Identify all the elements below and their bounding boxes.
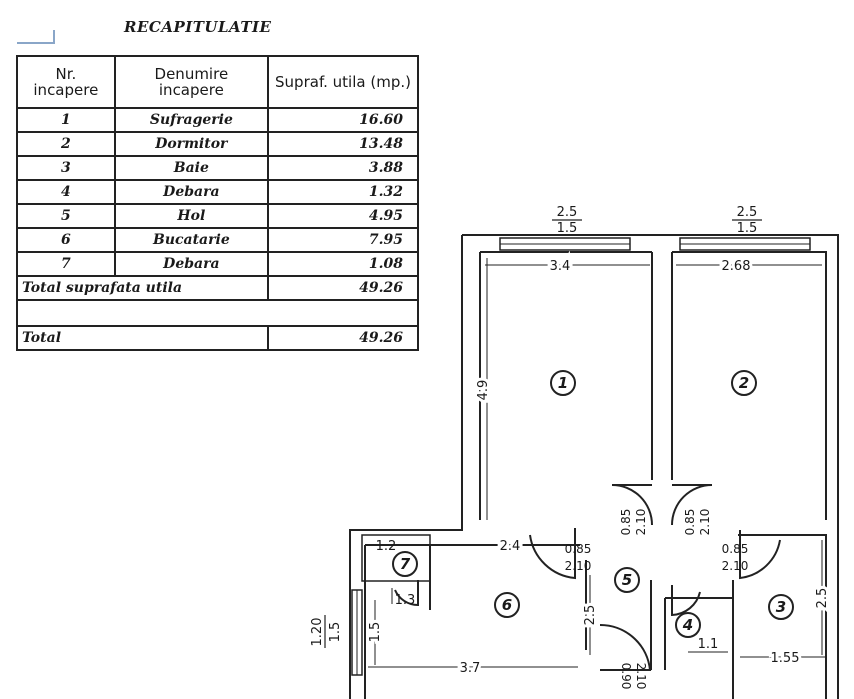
summary-title: RECAPITULATIE [124, 18, 272, 36]
room-4-label: 4 [682, 616, 693, 634]
total-value: 49.26 [267, 325, 419, 351]
window-3-bottom-label: 1.5 [328, 622, 343, 643]
room-3-label: 3 [776, 598, 786, 616]
dim-kitchen-bottom-label: 3.7 [460, 661, 481, 676]
wall-outline [349, 234, 839, 699]
dim-bath-width-label: 1.55 [771, 651, 800, 666]
room-number-cell: 1 [16, 107, 116, 133]
door-debara7-swing [394, 580, 419, 607]
room-5-label: 5 [622, 571, 632, 589]
door-kitchen-swing [529, 528, 576, 580]
door-entry-top-label: 0.90 [619, 663, 633, 690]
wall-inner-line [364, 251, 827, 699]
room-3-circle [768, 594, 794, 620]
room-2-label: 2 [739, 374, 749, 392]
table-row: 4 Debara 1.32 [16, 179, 419, 205]
table-row: 1 Sufragerie 16.60 [16, 107, 419, 133]
table-row: 7 Debara 1.08 [16, 251, 419, 277]
table-row: 2 Dormitor 13.48 [16, 131, 419, 157]
dim-kitchen-width-label: 2.4 [500, 539, 521, 554]
total-useful-label: Total suprafata utila [16, 275, 269, 301]
blank-cell [16, 299, 419, 327]
door-bath-swing [739, 530, 781, 580]
dim-room2-width-label: 2.68 [722, 259, 751, 274]
total-useful-value: 49.26 [267, 275, 419, 301]
column-header-name: Denumire incapere [113, 55, 270, 109]
total-useful-row: Total suprafata utila 49.26 [16, 275, 419, 301]
room-area-cell: 1.08 [267, 251, 419, 277]
room-number-cell: 6 [16, 227, 116, 253]
table-row: 6 Bucatarie 7.95 [16, 227, 419, 253]
window-2-bottom-label: 1.5 [737, 221, 758, 236]
room-1-label: 1 [558, 374, 568, 392]
debara-7-outline [361, 534, 431, 582]
summary-table: Nr. incapere Denumire incapere Supraf. u… [16, 55, 419, 351]
room-7-circle [392, 551, 418, 577]
room-area-cell: 7.95 [267, 227, 419, 253]
room-name-cell: Baie [113, 155, 270, 181]
room-1-circle [550, 370, 576, 396]
door-room1-top-label: 0.85 [619, 509, 633, 536]
room-6-circle [494, 592, 520, 618]
dim-hol-height-label: 2.5 [583, 605, 598, 626]
window-1-bottom-label: 1.5 [557, 221, 578, 236]
table-row: 3 Baie 3.88 [16, 155, 419, 181]
room-4-circle [675, 612, 701, 638]
door-debara4-swing [671, 585, 701, 617]
corner-mark [17, 30, 55, 44]
room-name-cell: Debara [113, 179, 270, 205]
total-row: Total 49.26 [16, 325, 419, 351]
column-header-area: Supraf. utila (mp.) [267, 55, 419, 109]
door-room2-swing [671, 484, 713, 526]
room-area-cell: 16.60 [267, 107, 419, 133]
table-header-row: Nr. incapere Denumire incapere Supraf. u… [16, 55, 419, 109]
room-name-cell: Hol [113, 203, 270, 229]
room-5-circle [614, 567, 640, 593]
room-name-cell: Sufragerie [113, 107, 270, 133]
door-room1-bottom-label: 2.10 [634, 509, 648, 536]
dim-debara7-height-label: 1.3 [395, 593, 416, 608]
room-number-cell: 2 [16, 131, 116, 157]
column-header-nr: Nr. incapere [16, 55, 116, 109]
door-kitchen-top-label: 0.85 [565, 542, 592, 556]
window-2-top-label: 2.5 [737, 205, 758, 220]
room-number-cell: 3 [16, 155, 116, 181]
door-room2-bottom-label: 2.10 [698, 509, 712, 536]
dim-bath-height-label: 2.5 [815, 588, 830, 609]
door-room2-top-label: 0.85 [683, 509, 697, 536]
table-row: 5 Hol 4.95 [16, 203, 419, 229]
dim-debara4-width-label: 1.1 [698, 637, 719, 652]
room-area-cell: 13.48 [267, 131, 419, 157]
door-room1-swing [611, 484, 653, 526]
dim-debara7-width-label: 1.2 [376, 539, 397, 554]
dim-kitchen-height-label: 1.5 [368, 622, 383, 643]
door-bath-top-label: 0.85 [722, 542, 749, 556]
dim-room1-width-label: 3.4 [550, 259, 571, 274]
room-number-cell: 4 [16, 179, 116, 205]
door-bath-bottom-label: 2.10 [722, 559, 749, 573]
window-3-top-label: 1.20 [310, 618, 325, 647]
room-area-cell: 3.88 [267, 155, 419, 181]
blank-row [16, 299, 419, 327]
window-1-top-label: 2.5 [557, 205, 578, 220]
door-entry-swing [599, 623, 652, 671]
room-area-cell: 4.95 [267, 203, 419, 229]
room-6-label: 6 [502, 596, 512, 614]
room-name-cell: Bucatarie [113, 227, 270, 253]
total-label: Total [16, 325, 269, 351]
room-number-cell: 7 [16, 251, 116, 277]
room-area-cell: 1.32 [267, 179, 419, 205]
room-7-label: 7 [400, 555, 411, 573]
room-2-circle [731, 370, 757, 396]
room-number-cell: 5 [16, 203, 116, 229]
room-name-cell: Debara [113, 251, 270, 277]
door-kitchen-bottom-label: 2.10 [565, 559, 592, 573]
dim-room1-height-label: 4.9 [476, 380, 491, 401]
room-name-cell: Dormitor [113, 131, 270, 157]
door-entry-bottom-label: 2.10 [634, 663, 648, 690]
